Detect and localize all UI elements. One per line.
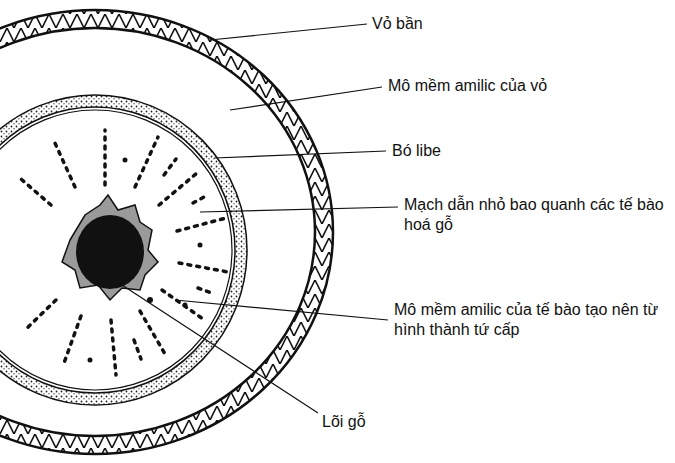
leader-lines (122, 24, 398, 413)
part-label: Bó libe (392, 141, 662, 161)
part-label: Mạch dẫn nhỏ bao quanh các tế bào hoá gỗ (404, 195, 666, 235)
cambium-line (0, 110, 232, 390)
vessel-rays (21, 130, 228, 375)
core-outline (62, 195, 158, 300)
wood-core (76, 215, 144, 289)
cork-band (0, 10, 333, 454)
phloem-band (0, 95, 247, 405)
part-label: Vỏ bần (372, 14, 652, 34)
part-label: Lõi gỗ (322, 412, 522, 432)
part-label: Mô mềm amilic của tế bào tạo nên từ hình… (394, 300, 664, 340)
part-label: Mô mềm amilic của vỏ (388, 76, 668, 96)
